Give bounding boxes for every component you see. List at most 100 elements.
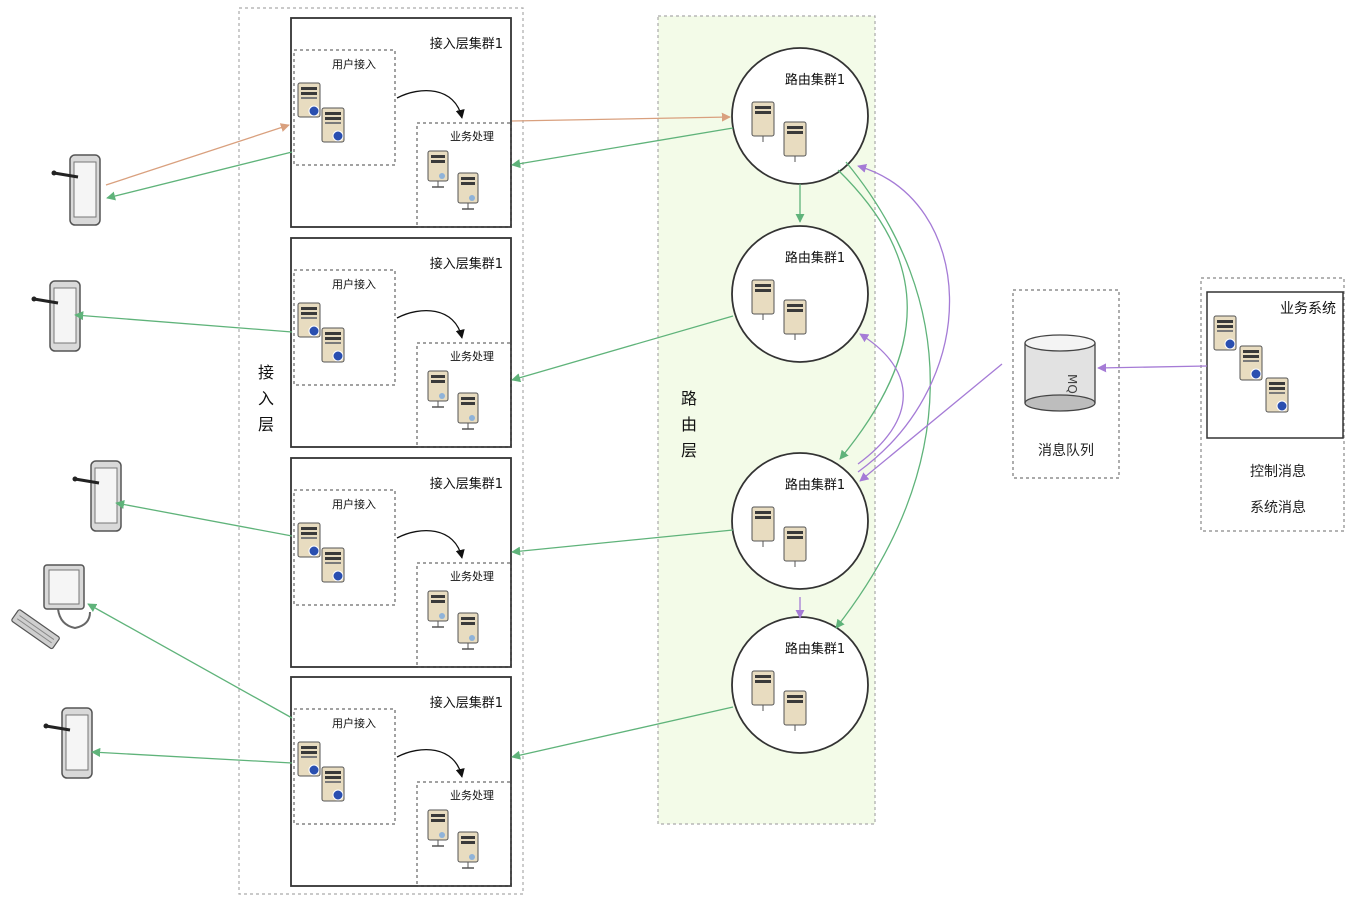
internal-flow-arrow — [396, 529, 465, 559]
internal-flow-arrow — [396, 748, 465, 778]
business-processing-label: 业务处理 — [450, 789, 494, 802]
server-icon — [1239, 345, 1263, 381]
server-icon — [783, 526, 807, 568]
server-icon — [297, 302, 321, 338]
internal-flow-arrow — [396, 309, 465, 339]
message-queue-label: 消息队列 — [1038, 442, 1094, 459]
routing-cluster-title: 路由集群1 — [785, 477, 845, 493]
routing-layer-label-char-2: 由 — [681, 415, 697, 434]
access-layer-region — [238, 7, 524, 895]
arrow-routing4-to-access4 — [511, 706, 734, 760]
arrow-routing2-to-access2 — [511, 315, 734, 383]
server-icon — [783, 299, 807, 341]
access-layer-label-char-1: 接 — [258, 363, 274, 382]
routing-cluster[interactable]: 路由集群1 — [731, 452, 869, 590]
user-access-box — [293, 708, 396, 825]
user-access-box — [293, 269, 396, 386]
routing-cluster-title: 路由集群1 — [785, 250, 845, 266]
access-cluster-title: 接入层集群1 — [430, 256, 503, 272]
tablet-icon[interactable] — [30, 279, 82, 353]
routing-layer-label-char-1: 路 — [681, 389, 697, 408]
client-devices — [11, 153, 123, 780]
arrow-routing3-to-routing2 — [857, 333, 904, 465]
server-icon — [297, 82, 321, 118]
routing-clusters: 路由集群1 路由集群1 路由集群1 路由集群1 — [731, 47, 869, 754]
routing-cluster-title: 路由集群1 — [785, 641, 845, 657]
server-icon — [751, 670, 775, 712]
routing-cluster-title: 路由集群1 — [785, 72, 845, 88]
access-layer-label-char-3: 层 — [258, 415, 274, 434]
access-cluster-title: 接入层集群1 — [430, 476, 503, 492]
arrow-access4-to-client5 — [91, 747, 293, 764]
server-icon — [321, 107, 345, 143]
server-icon — [751, 506, 775, 548]
server-icon — [751, 101, 775, 143]
user-access-label: 用户接入 — [332, 497, 376, 511]
user-access-label: 用户接入 — [332, 57, 376, 71]
arrow-client1-to-access1 — [105, 123, 290, 186]
message-queue-icon-text: MQ — [1065, 374, 1079, 394]
tablet-icon[interactable] — [42, 706, 94, 780]
arrow-routing1-to-access1 — [511, 127, 734, 169]
arrow-routing3-to-routing1 — [857, 163, 951, 473]
business-processing-label: 业务处理 — [450, 350, 494, 363]
business-processing-box — [416, 342, 512, 448]
server-icon — [751, 279, 775, 321]
access-cluster-title: 接入层集群1 — [430, 695, 503, 711]
message-queue[interactable]: MQ 消息队列 — [1012, 289, 1120, 479]
arrow-mq-to-routing3 — [859, 363, 1003, 482]
routing-cluster[interactable]: 路由集群1 — [731, 616, 869, 754]
routing-cluster-circle — [731, 452, 869, 590]
business-processing-label: 业务处理 — [450, 570, 494, 583]
database-cylinder-icon: MQ — [1024, 334, 1096, 412]
access-cluster-title: 接入层集群1 — [430, 36, 503, 52]
tablet-icon[interactable] — [50, 153, 102, 227]
routing-cluster[interactable]: 路由集群1 — [731, 225, 869, 363]
user-access-label: 用户接入 — [332, 716, 376, 730]
server-icon — [1265, 377, 1289, 413]
server-icon — [321, 547, 345, 583]
routing-cluster-circle — [731, 225, 869, 363]
arrow-access1-to-client1 — [106, 151, 293, 201]
arrow-access4-to-desktop — [87, 603, 293, 719]
server-icon — [297, 741, 321, 777]
access-layer-label-char-2: 入 — [258, 389, 274, 408]
business-processing-label: 业务处理 — [450, 130, 494, 143]
message-type-control: 控制消息 — [1250, 463, 1306, 480]
routing-layer-label-char-3: 层 — [681, 441, 697, 460]
server-icon — [1213, 315, 1237, 351]
message-queue-box — [1012, 289, 1120, 479]
server-icon — [321, 327, 345, 363]
server-icon — [297, 522, 321, 558]
access-clusters: 接入层集群1用户接入业务处理接入层集群1用户接入业务处理接入层集群1用户接入业务… — [290, 17, 512, 887]
arrow-access2-to-client2 — [74, 311, 293, 333]
arrow-access3-to-client3 — [115, 500, 293, 537]
arrow-routing3-to-access3 — [511, 529, 734, 556]
arrow-routing1-to-routing3 — [837, 169, 908, 460]
arrow-access1-to-routing1 — [511, 112, 731, 122]
user-access-box — [293, 49, 396, 166]
tablet-icon[interactable] — [71, 459, 123, 533]
business-processing-box — [416, 781, 512, 887]
user-access-label: 用户接入 — [332, 277, 376, 291]
internal-flow-arrow — [396, 89, 465, 119]
business-processing-box — [416, 122, 512, 228]
arrow-business-to-mq — [1097, 363, 1208, 373]
server-icon — [783, 690, 807, 732]
server-icon — [783, 121, 807, 163]
server-icon — [321, 766, 345, 802]
routing-cluster[interactable]: 路由集群1 — [731, 47, 869, 185]
arrow-routing1-to-routing4 — [835, 161, 931, 629]
user-access-box — [293, 489, 396, 606]
connections — [74, 112, 1208, 764]
message-type-system: 系统消息 — [1250, 499, 1306, 516]
desktop-computer-icon[interactable] — [11, 564, 91, 650]
business-processing-box — [416, 562, 512, 668]
business-system-title: 业务系统 — [1280, 301, 1336, 317]
business-system[interactable]: 业务系统 控制消息 系统消息 — [1200, 277, 1345, 532]
